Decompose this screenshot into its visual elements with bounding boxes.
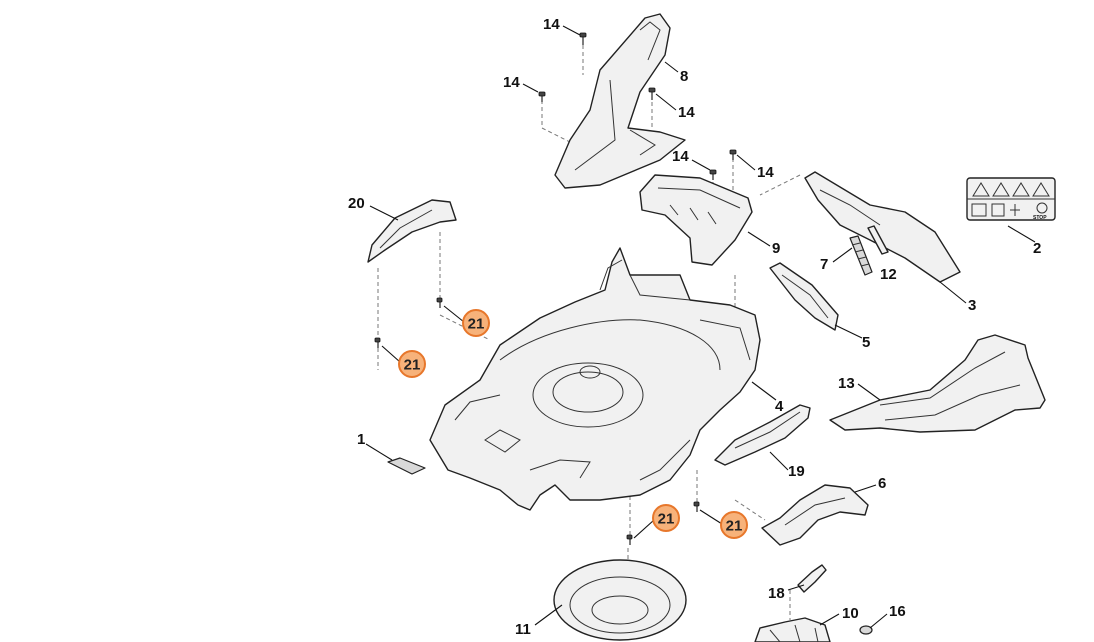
leader-lines	[365, 25, 1036, 629]
part-13-rear-deflector	[829, 334, 1046, 433]
part-8-handle-bracket	[554, 13, 686, 189]
callout-label: 13	[838, 375, 855, 392]
plug-icon	[1010, 204, 1020, 216]
callout-label: 14	[543, 16, 560, 33]
callout-label: 5	[862, 334, 870, 351]
part-19-front-trim	[714, 404, 811, 466]
warning-triangle-icon	[992, 182, 1010, 197]
callout-label: 14	[672, 148, 689, 165]
highlight-label: 21	[404, 357, 421, 374]
callout-label: 9	[772, 240, 780, 257]
part-18-clip	[797, 564, 827, 593]
callout-label: 18	[768, 585, 785, 602]
screw-icon	[436, 297, 443, 308]
warning-triangle-icon	[1032, 182, 1050, 197]
callout-label: 3	[968, 297, 976, 314]
callout-label: 14	[503, 74, 520, 91]
callout-label: 12	[880, 266, 897, 283]
part-3-chute-flap	[804, 171, 961, 283]
callout-label: 10	[842, 605, 859, 622]
screw-icon	[709, 169, 717, 180]
stop-icon	[1036, 202, 1048, 214]
highlight-callout[interactable]: 21	[720, 511, 748, 539]
part-5-side-bracket	[769, 262, 839, 331]
screw-icon	[538, 91, 546, 102]
screws	[374, 32, 737, 545]
callout-label: 11	[515, 621, 531, 638]
warning-triangle-icon	[1012, 182, 1030, 197]
part-1-plate	[387, 457, 426, 475]
callout-label: 6	[878, 475, 886, 492]
part-10-lower-housing	[754, 617, 831, 642]
part-7-spring	[849, 235, 873, 276]
highlight-label: 21	[658, 511, 675, 528]
warning-triangle-icon	[972, 182, 990, 197]
part-20-side-trim	[367, 199, 457, 263]
part-6-front-cover	[761, 484, 869, 546]
screw-icon	[693, 501, 700, 512]
callout-label: 20	[348, 195, 365, 212]
highlight-callout[interactable]: 21	[398, 350, 426, 378]
highlight-callout[interactable]: 21	[652, 504, 680, 532]
callout-label: 4	[775, 398, 784, 415]
part-9-upper-cover	[639, 174, 753, 266]
screw-icon	[579, 32, 587, 45]
screw-icon	[729, 149, 737, 160]
callout-label: 14	[757, 164, 774, 181]
callout-label: 1	[357, 431, 365, 448]
highlight-callout[interactable]: 21	[462, 309, 490, 337]
screw-icon	[374, 337, 381, 348]
screw-icon	[626, 534, 633, 545]
hand-icon	[991, 203, 1005, 217]
highlight-label: 21	[726, 518, 743, 535]
callout-label: 2	[1033, 240, 1041, 257]
callout-label: 14	[678, 104, 695, 121]
screw-icon	[648, 87, 656, 100]
part-12-pin	[867, 225, 889, 255]
callout-label: 16	[889, 603, 906, 620]
callout-label: 8	[680, 68, 688, 85]
callout-labels: 14 8 14 14 14 14 20 9 7 12 2 3 5 13 4 1 …	[348, 16, 1041, 638]
part-2-warning-label: STOP	[966, 177, 1056, 221]
part-16-nut	[859, 625, 873, 635]
part-11-blade-guard	[553, 559, 687, 641]
callout-label: 19	[788, 463, 805, 480]
callout-label: 7	[820, 256, 828, 273]
highlighted-callouts: 21 21 21 21	[398, 309, 748, 539]
stop-text: STOP	[1033, 215, 1047, 221]
highlight-label: 21	[468, 316, 485, 333]
part-4-mower-housing	[429, 247, 761, 511]
manual-icon	[971, 203, 987, 217]
